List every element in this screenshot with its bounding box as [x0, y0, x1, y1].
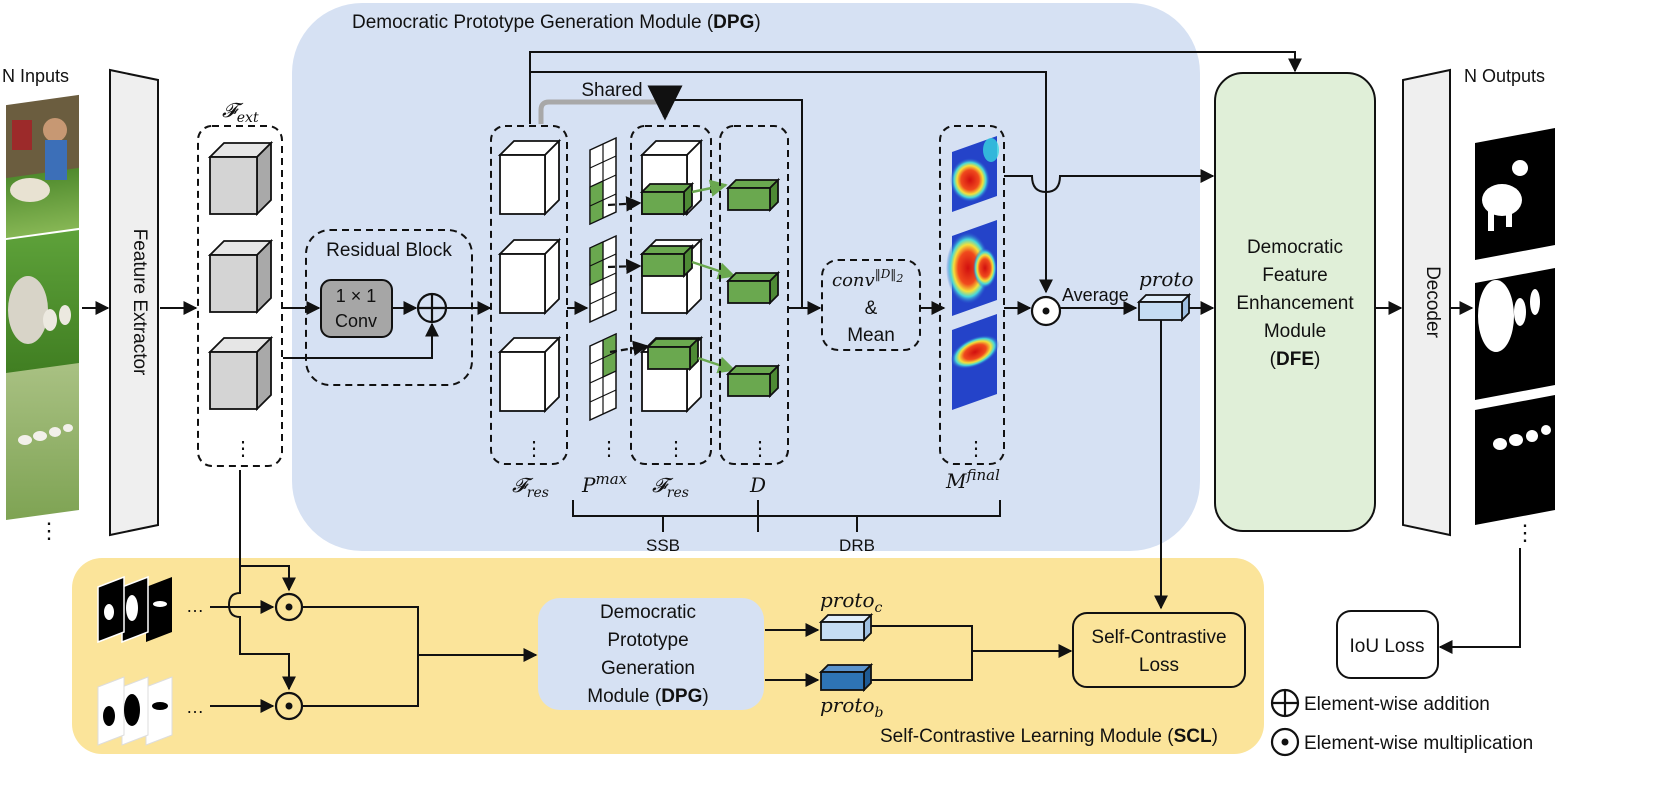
feature-extractor-label: Feature Extractor: [129, 229, 150, 376]
iou-loss-box: [1336, 610, 1439, 679]
element-add-symbol: [416, 292, 448, 324]
self-contrastive-line1: Self-Contrastive: [1091, 627, 1226, 648]
dfe-module-box: [1214, 72, 1376, 532]
conv-line1: 1 × 1: [336, 286, 377, 306]
feature-extractor: [109, 68, 159, 537]
dfe-line3: Enhancement: [1236, 293, 1354, 314]
p-max-grid-3: [589, 332, 617, 422]
self-contrastive-loss-box: [1072, 612, 1246, 688]
inner-dpg-line2: Prototype: [607, 630, 688, 651]
proto-label: proto: [1139, 267, 1193, 291]
d-ellipsis: ⋮: [750, 438, 770, 460]
dfe-bold: (DFE): [1270, 349, 1321, 370]
ssb-label: SSB: [646, 536, 680, 555]
conv-mean-box: [821, 259, 921, 351]
heatmap-2: [946, 220, 997, 316]
d-label: D: [749, 473, 766, 497]
f-res-2-cube-2: [639, 237, 704, 316]
input-image-2: [6, 230, 79, 390]
f-res-2-ellipsis: ⋮: [666, 438, 686, 460]
outputs-ellipsis: ⋮: [1514, 520, 1536, 545]
dfe-line2: Feature: [1262, 265, 1327, 286]
heatmap-3: [950, 314, 1000, 410]
f-ext-cube-3: [207, 335, 274, 412]
f-ext-ellipsis: ⋮: [233, 438, 253, 460]
d-cube-1: [725, 177, 781, 213]
n-inputs-label: N Inputs: [2, 66, 69, 86]
inner-dpg-line3: Generation: [601, 658, 695, 679]
f-res-group-1: [490, 125, 568, 465]
output-mask-2: [1475, 268, 1555, 400]
mask-stack-fg: [97, 575, 172, 644]
f-res-1-ellipsis: ⋮: [524, 438, 544, 460]
dfe-line4: Module: [1264, 321, 1326, 342]
dpg-title: Democratic Prototype Generation Module (…: [352, 12, 761, 33]
f-res-cube-2: [497, 237, 562, 316]
element-multiply-symbol: [1030, 295, 1062, 327]
fg-hellip: …: [186, 596, 204, 616]
f-res-2-cube-3: [639, 335, 704, 414]
f-ext-group: [197, 125, 283, 467]
n-outputs-label: N Outputs: [1464, 66, 1545, 86]
decoder-label: Decoder: [1422, 266, 1443, 338]
dfe-line1: Democratic: [1247, 237, 1343, 258]
m-final-label: Mfinal: [945, 466, 1000, 493]
m-final-group: [939, 125, 1005, 465]
legend-addition-symbol: [1270, 688, 1300, 718]
mean-label: Mean: [847, 325, 895, 346]
p-max-grid-1: [589, 136, 617, 226]
p-max-grid-2: [589, 234, 617, 324]
inner-dpg-box: [538, 598, 764, 710]
inner-dpg-line4: Module (DPG): [587, 686, 708, 707]
iou-loss-label: IoU Loss: [1350, 636, 1425, 657]
legend-multiply-label: Element-wise multiplication: [1304, 733, 1533, 754]
proto-b-block: [818, 662, 874, 693]
legend-addition-label: Element-wise addition: [1304, 694, 1490, 715]
scl-title: Self-Contrastive Learning Module (SCL): [880, 726, 1218, 747]
shared-label: Shared: [581, 80, 642, 101]
p-max-ellipsis: ⋮: [599, 438, 619, 460]
f-res-group-2: [630, 125, 712, 465]
m-final-ellipsis: ⋮: [966, 438, 986, 460]
average-label: Average: [1062, 285, 1129, 305]
residual-block-label: Residual Block: [326, 240, 452, 261]
d-cube-2: [725, 270, 781, 306]
inner-dpg-line1: Democratic: [600, 602, 696, 623]
f-ext-cube-2: [207, 238, 274, 315]
conv-line2: Conv: [335, 311, 377, 331]
decoder: [1402, 68, 1451, 537]
f-ext-cube-1: [207, 140, 274, 217]
proto-c-label: protoc: [820, 588, 882, 616]
input-image-3: [6, 363, 79, 520]
amp-label: &: [865, 298, 878, 319]
d-group: [719, 125, 789, 465]
conv-norm-label: conv‖D‖2: [832, 267, 903, 291]
f-res-2-cube-1: [639, 138, 704, 217]
f-res-cube-1: [497, 138, 562, 217]
output-mask-3: [1475, 395, 1555, 525]
proto-b-label: protob: [820, 693, 883, 721]
bg-hellip: …: [186, 697, 204, 717]
output-mask-1: [1475, 128, 1555, 260]
d-cube-3: [725, 363, 781, 399]
self-contrastive-line2: Loss: [1139, 655, 1179, 676]
drb-label: DRB: [839, 536, 875, 555]
legend-multiply-symbol: [1270, 727, 1300, 757]
heatmap-1: [950, 136, 999, 212]
f-res-cube-3: [497, 335, 562, 414]
mask-stack-bg: [97, 676, 173, 746]
proto-block: [1136, 292, 1192, 323]
input-image-1: [6, 94, 79, 239]
p-max-label: Pmax: [581, 470, 628, 497]
f-ext-label: 𝓕ext: [222, 98, 259, 126]
proto-c-block: [818, 612, 874, 643]
inputs-ellipsis: ⋮: [38, 518, 60, 543]
